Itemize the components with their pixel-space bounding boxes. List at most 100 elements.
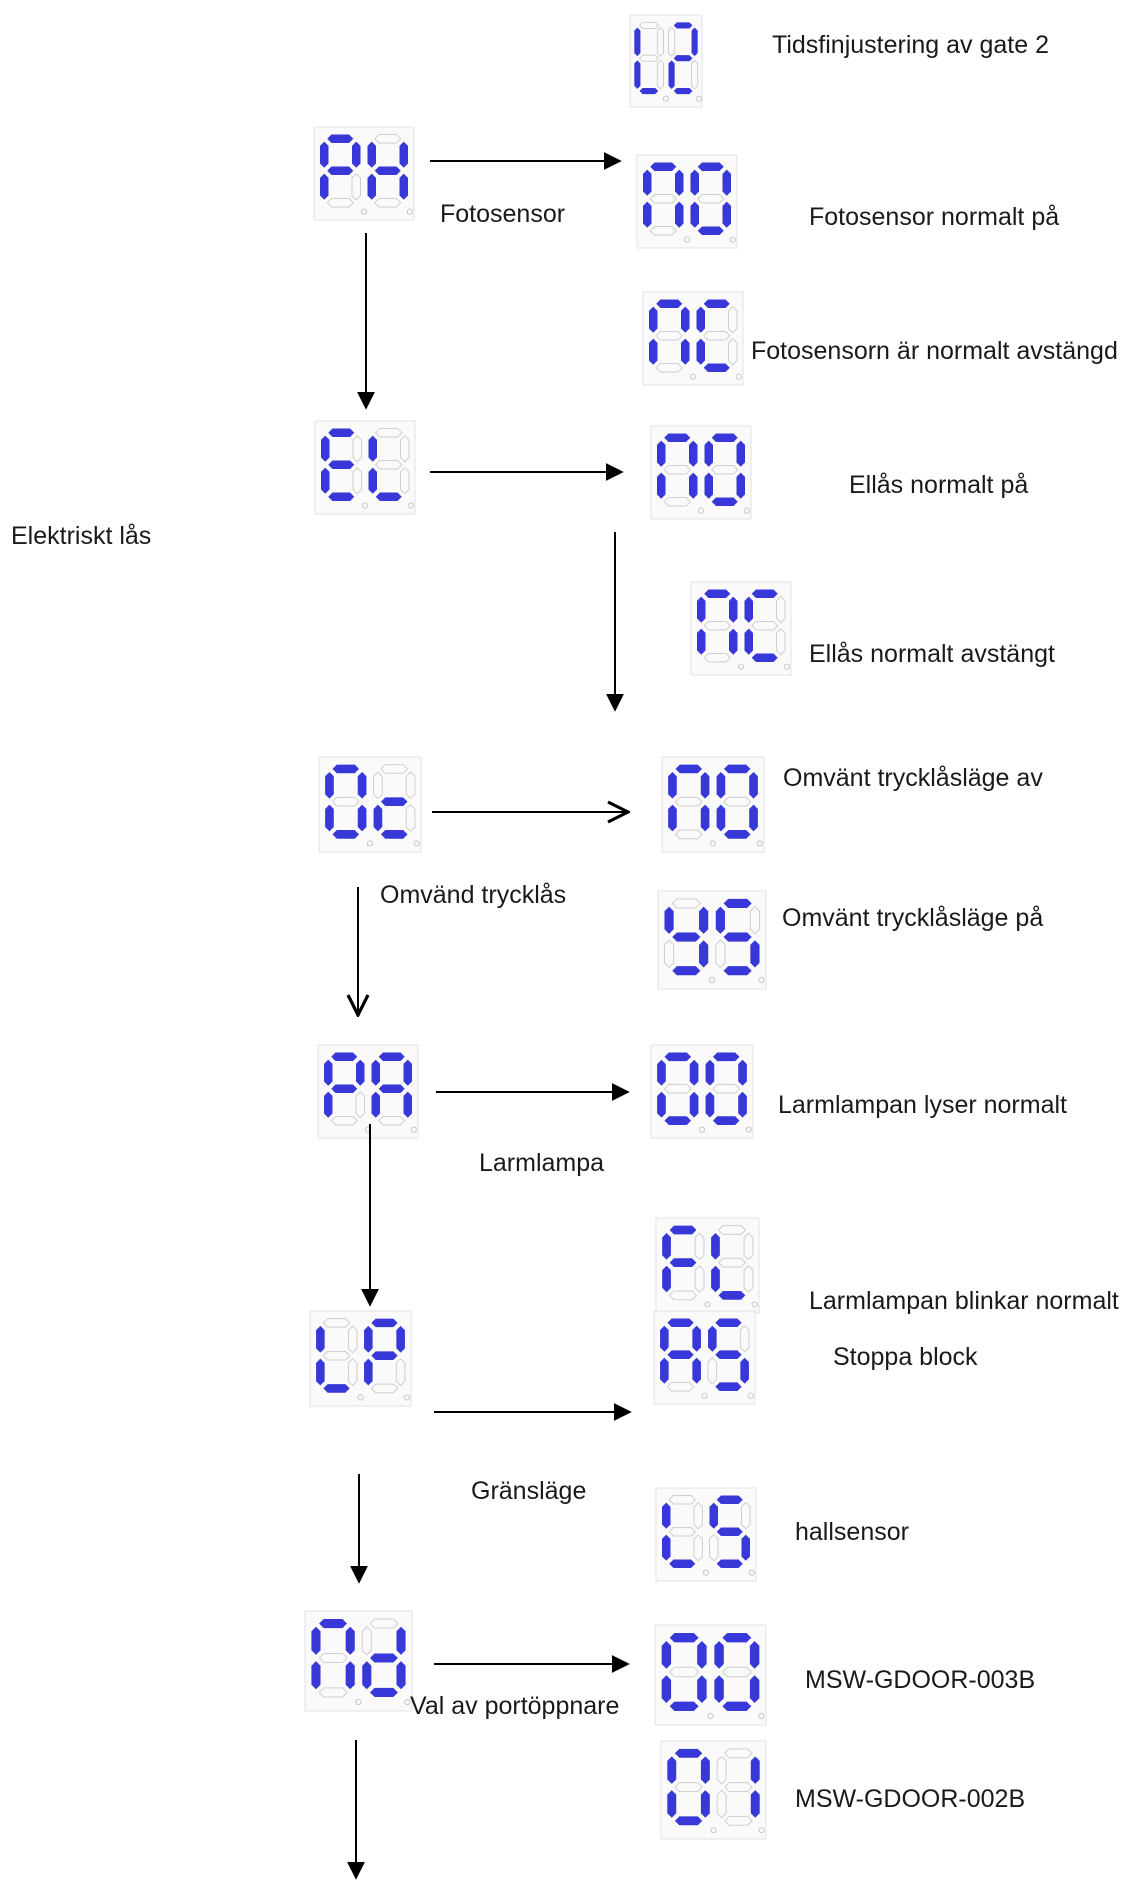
decimal-dot <box>710 1827 717 1834</box>
segment-f <box>649 306 658 333</box>
label-electric-lock: Elektriskt lås <box>11 522 152 550</box>
segment-c <box>722 201 731 228</box>
segment-e <box>311 1661 321 1690</box>
segment-c <box>352 466 362 495</box>
segment-g <box>371 1351 398 1360</box>
segment-a <box>322 1318 351 1328</box>
segment-g <box>663 1083 692 1094</box>
segment-e <box>324 1091 333 1118</box>
segment-f <box>697 596 706 623</box>
segment-e <box>744 628 753 655</box>
segment-f <box>364 1325 373 1353</box>
segment-e <box>634 60 641 89</box>
segment-c <box>399 173 408 200</box>
display-el <box>314 420 416 515</box>
label-reverse-off: Omvänt trycklåsläge av <box>783 764 1043 792</box>
segment-c <box>741 1534 750 1561</box>
display-frame <box>636 154 738 249</box>
display-photo-nc <box>642 291 744 386</box>
segment-d <box>718 1290 746 1300</box>
segment-e <box>362 1661 372 1690</box>
display-model-00 <box>654 1624 767 1726</box>
segment-b <box>352 141 361 168</box>
label-opener-select: Val av portöppnare <box>410 1692 620 1720</box>
segment-b <box>738 1059 747 1086</box>
segment-e <box>316 1358 325 1386</box>
segment-b <box>689 440 698 467</box>
segment-b <box>352 434 362 463</box>
decimal-dot <box>697 507 705 514</box>
segment-f <box>709 1502 718 1529</box>
segment-d <box>639 88 659 95</box>
segment-e <box>657 472 666 499</box>
segment-c <box>400 466 410 495</box>
decimal-dot <box>689 373 697 380</box>
segment-f <box>662 1502 671 1529</box>
segment-f <box>696 306 705 333</box>
segment-g <box>715 1350 742 1360</box>
segment-d <box>664 1116 692 1125</box>
decimal-dot <box>701 1392 708 1399</box>
segment-f <box>690 169 699 196</box>
segment-e <box>368 467 377 494</box>
segment-a <box>371 1318 398 1328</box>
segment-f <box>311 1626 321 1655</box>
segment-c <box>700 804 710 832</box>
segment-b <box>749 905 761 935</box>
segment-e <box>668 804 677 832</box>
label-photo-normally-off: Fotosensorn är normalt avstängd <box>751 337 1118 365</box>
segment-f <box>316 1325 325 1353</box>
segment-c <box>700 1790 710 1818</box>
segment-g <box>669 1258 697 1268</box>
segment-a <box>664 433 691 442</box>
display-oc <box>318 756 422 853</box>
segment-d <box>369 1687 398 1697</box>
decimal-dot <box>406 208 413 215</box>
segment-f <box>744 596 753 623</box>
display-photo-no <box>636 154 738 249</box>
segment-a <box>319 1619 348 1629</box>
segment-c <box>776 627 786 656</box>
label-alarm-lamp: Larmlampa <box>479 1149 605 1177</box>
segment-a <box>380 764 409 774</box>
segment-a <box>669 1225 697 1235</box>
segment-e <box>715 939 726 969</box>
segment-b <box>357 771 367 799</box>
display-as <box>653 1310 756 1405</box>
segment-c <box>403 1091 412 1118</box>
display-lock-nc <box>690 581 792 676</box>
label-lock-normally-on: Ellås normalt på <box>849 471 1029 499</box>
decimal-dot <box>758 1712 765 1720</box>
segment-g <box>318 1652 348 1664</box>
segment-c <box>395 1357 406 1387</box>
label-alarm-flash: Larmlampan blinkar normalt <box>809 1287 1119 1315</box>
segment-a <box>723 764 751 774</box>
segment-f <box>668 771 677 799</box>
segment-e <box>662 1265 671 1293</box>
segment-e <box>364 1358 373 1386</box>
decimal-dot <box>751 1301 758 1308</box>
decimal-dot <box>410 1126 417 1133</box>
segment-b <box>345 1626 355 1655</box>
segment-e <box>705 1091 715 1118</box>
segment-a <box>667 1318 694 1328</box>
segment-a <box>723 898 752 909</box>
segment-d <box>668 1290 698 1301</box>
segment-a <box>697 162 724 171</box>
segment-f <box>667 1756 677 1784</box>
decimal-dot <box>756 840 763 847</box>
segment-f <box>715 906 725 934</box>
segment-c <box>697 1675 707 1703</box>
segment-c <box>740 1357 749 1384</box>
segment-d <box>655 362 683 373</box>
segment-d <box>724 1815 753 1826</box>
segment-d <box>666 1381 695 1392</box>
segment-g <box>724 1782 753 1793</box>
decimal-dot <box>407 502 414 509</box>
segment-e <box>667 1790 677 1818</box>
segment-b <box>749 1641 760 1669</box>
segment-e <box>657 1091 666 1118</box>
segment-g <box>697 193 725 204</box>
segment-b <box>356 1059 365 1086</box>
